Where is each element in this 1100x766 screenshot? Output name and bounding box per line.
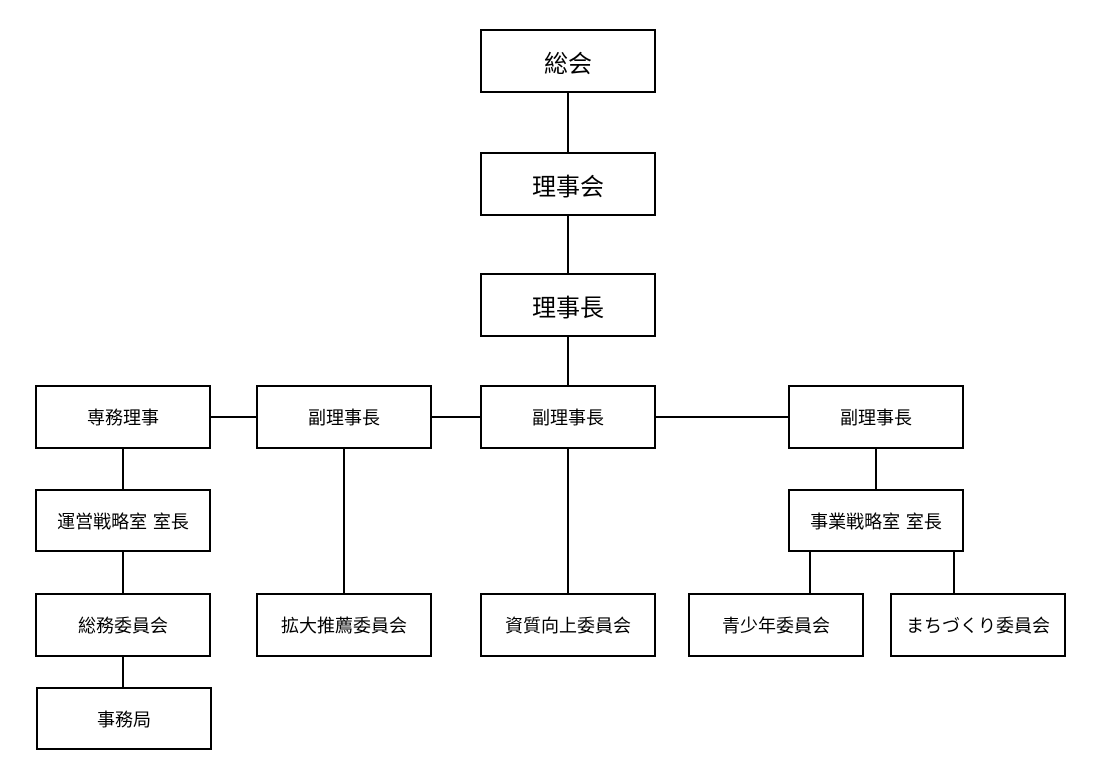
node-rijichou: 理事長 bbox=[480, 273, 656, 337]
node-fuku-rijichou-right: 副理事長 bbox=[788, 385, 964, 449]
node-machizukuri-iinkai: まちづくり委員会 bbox=[890, 593, 1066, 657]
node-senmu-riji: 専務理事 bbox=[35, 385, 211, 449]
node-rijikai: 理事会 bbox=[480, 152, 656, 216]
node-fuku-rijichou-left: 副理事長 bbox=[256, 385, 432, 449]
node-jimukyoku: 事務局 bbox=[36, 687, 212, 750]
node-soumu-iinkai: 総務委員会 bbox=[35, 593, 211, 657]
node-kakudai-suisen-iinkai: 拡大推薦委員会 bbox=[256, 593, 432, 657]
node-unei-senryakushitsu: 運営戦略室 室長 bbox=[35, 489, 211, 552]
node-seishounen-iinkai: 青少年委員会 bbox=[688, 593, 864, 657]
node-jigyou-senryakushitsu: 事業戦略室 室長 bbox=[788, 489, 964, 552]
node-shishitsu-koujou-iinkai: 資質向上委員会 bbox=[480, 593, 656, 657]
node-fuku-rijichou-center: 副理事長 bbox=[480, 385, 656, 449]
node-soukai: 総会 bbox=[480, 29, 656, 93]
